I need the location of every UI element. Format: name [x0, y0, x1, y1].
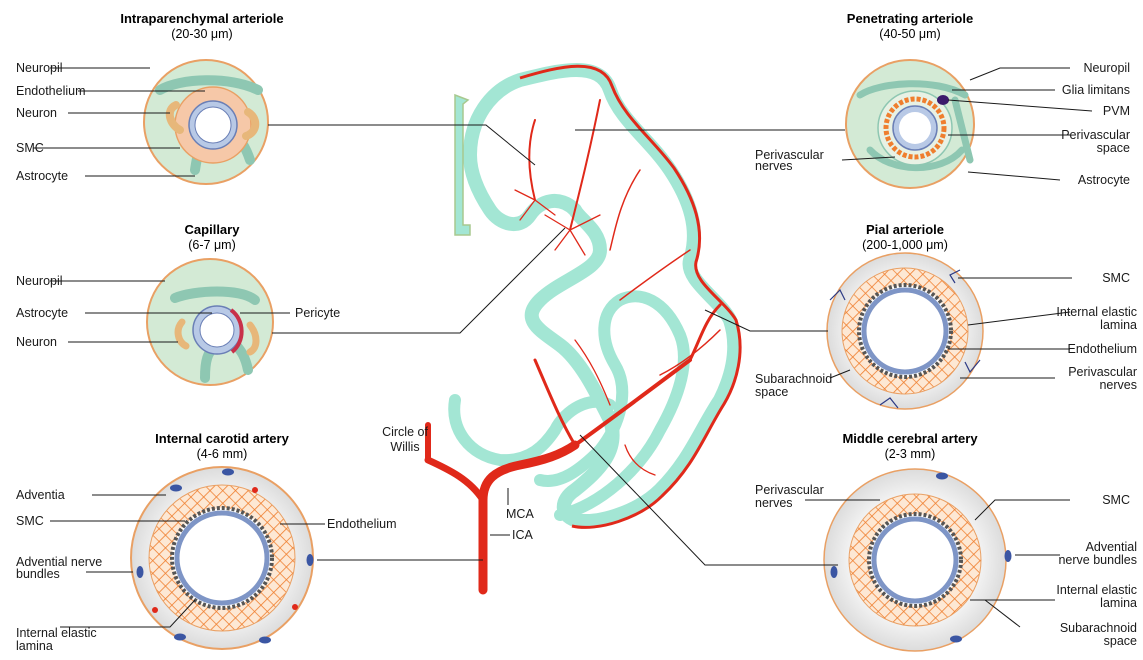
- penetrating-leaders: [575, 68, 1092, 180]
- penetrating-pvm: [937, 95, 949, 105]
- label-mca: MCA: [506, 507, 534, 521]
- pial-label-iel-2: lamina: [1100, 318, 1137, 332]
- pial-label-subarachnoid-2: space: [755, 385, 788, 399]
- internal-carotid-label-endothelium: Endothelium: [327, 517, 397, 531]
- capillary-lumen: [200, 313, 234, 347]
- middle-cerebral-label-smc: SMC: [1102, 493, 1130, 507]
- middle-cerebral-label-subarachnoid-1: Subarachnoid: [1060, 621, 1137, 635]
- middle-cerebral-label-perivascular-1: Perivascular: [755, 483, 824, 497]
- panel-middle-cerebral: Middle cerebral artery (2-3 mm) Perivasc…: [580, 431, 1137, 651]
- panel-capillary: Capillary (6-7 μm) Neuropil Astrocyte Ne…: [16, 222, 565, 385]
- penetrating-size: (40-50 μm): [879, 27, 940, 41]
- internal-carotid-label-iel-1: Internal elastic: [16, 626, 97, 640]
- capillary-label-neuropil: Neuropil: [16, 274, 63, 288]
- middle-cerebral-label-iel-2: lamina: [1100, 596, 1137, 610]
- capillary-leaders: [50, 228, 565, 342]
- intraparenchymal-label-neuron: Neuron: [16, 106, 57, 120]
- center-labels: Circle of Willis MCA ICA: [382, 425, 534, 542]
- penetrating-label-neuropil: Neuropil: [1083, 61, 1130, 75]
- intraparenchymal-size: (20-30 μm): [171, 27, 232, 41]
- penetrating-label-pvm: PVM: [1103, 104, 1130, 118]
- intraparenchymal-label-astrocyte: Astrocyte: [16, 169, 68, 183]
- middle-cerebral-size: (2-3 mm): [885, 447, 936, 461]
- penetrating-lumen: [899, 112, 931, 144]
- label-ica: ICA: [512, 528, 534, 542]
- middle-cerebral-label-subarachnoid-2: space: [1104, 634, 1137, 648]
- internal-carotid-label-iel-2: lamina: [16, 639, 53, 653]
- pial-size: (200-1,000 μm): [862, 238, 948, 252]
- penetrating-title: Penetrating arteriole: [847, 11, 973, 26]
- internal-carotid-title: Internal carotid artery: [155, 431, 289, 446]
- penetrating-label-perivascular-space-1: Perivascular: [1061, 128, 1130, 142]
- middle-cerebral-endothelium: [874, 519, 956, 601]
- pial-label-endothelium: Endothelium: [1068, 342, 1138, 356]
- intraparenchymal-title: Intraparenchymal arteriole: [120, 11, 283, 26]
- pial-label-perivascular-nerves-2: nerves: [1099, 378, 1137, 392]
- label-circle-of-willis-2: Willis: [390, 440, 419, 454]
- internal-carotid-size: (4-6 mm): [197, 447, 248, 461]
- middle-cerebral-title: Middle cerebral artery: [842, 431, 978, 446]
- middle-cerebral-label-perivascular-2: nerves: [755, 496, 793, 510]
- capillary-title: Capillary: [185, 222, 241, 237]
- pial-label-iel-1: Internal elastic: [1056, 305, 1137, 319]
- capillary-label-astrocyte: Astrocyte: [16, 306, 68, 320]
- cortex-band-lower: [454, 400, 610, 460]
- intraparenchymal-label-neuropil: Neuropil: [16, 61, 63, 75]
- capillary-size: (6-7 μm): [188, 238, 235, 252]
- middle-cerebral-label-advential-1: Advential: [1086, 540, 1137, 554]
- pial-title: Pial arteriole: [866, 222, 944, 237]
- panel-pial: Pial arteriole (200-1,000 μm) SMC Intern…: [705, 222, 1137, 409]
- internal-carotid-label-adventia: Adventia: [16, 488, 65, 502]
- intraparenchymal-label-endothelium: Endothelium: [16, 84, 86, 98]
- penetrating-label-astrocyte: Astrocyte: [1078, 173, 1130, 187]
- penetrating-label-glia-limitans: Glia limitans: [1062, 83, 1130, 97]
- panel-internal-carotid: Internal carotid artery (4-6 mm) Adventi…: [16, 431, 483, 653]
- internal-carotid-endothelium: [177, 513, 267, 603]
- intraparenchymal-label-smc: SMC: [16, 141, 44, 155]
- penetrating-label-perivascular-nerves-2: nerves: [755, 159, 793, 173]
- brain-section: [428, 66, 740, 590]
- capillary-label-neuron: Neuron: [16, 335, 57, 349]
- pial-label-subarachnoid-1: Subarachnoid: [755, 372, 832, 386]
- penetrating-label-perivascular-space-2: space: [1097, 141, 1130, 155]
- pial-label-smc: SMC: [1102, 271, 1130, 285]
- pial-label-perivascular-nerves-1: Perivascular: [1068, 365, 1137, 379]
- label-circle-of-willis-1: Circle of: [382, 425, 428, 439]
- intraparenchymal-lumen: [195, 107, 231, 143]
- middle-cerebral-label-advential-2: nerve bundles: [1058, 553, 1137, 567]
- capillary-label-pericyte: Pericyte: [295, 306, 340, 320]
- internal-carotid-label-smc: SMC: [16, 514, 44, 528]
- middle-cerebral-label-iel-1: Internal elastic: [1056, 583, 1137, 597]
- internal-carotid-label-advential-2: bundles: [16, 567, 60, 581]
- pial-endothelium: [864, 290, 946, 372]
